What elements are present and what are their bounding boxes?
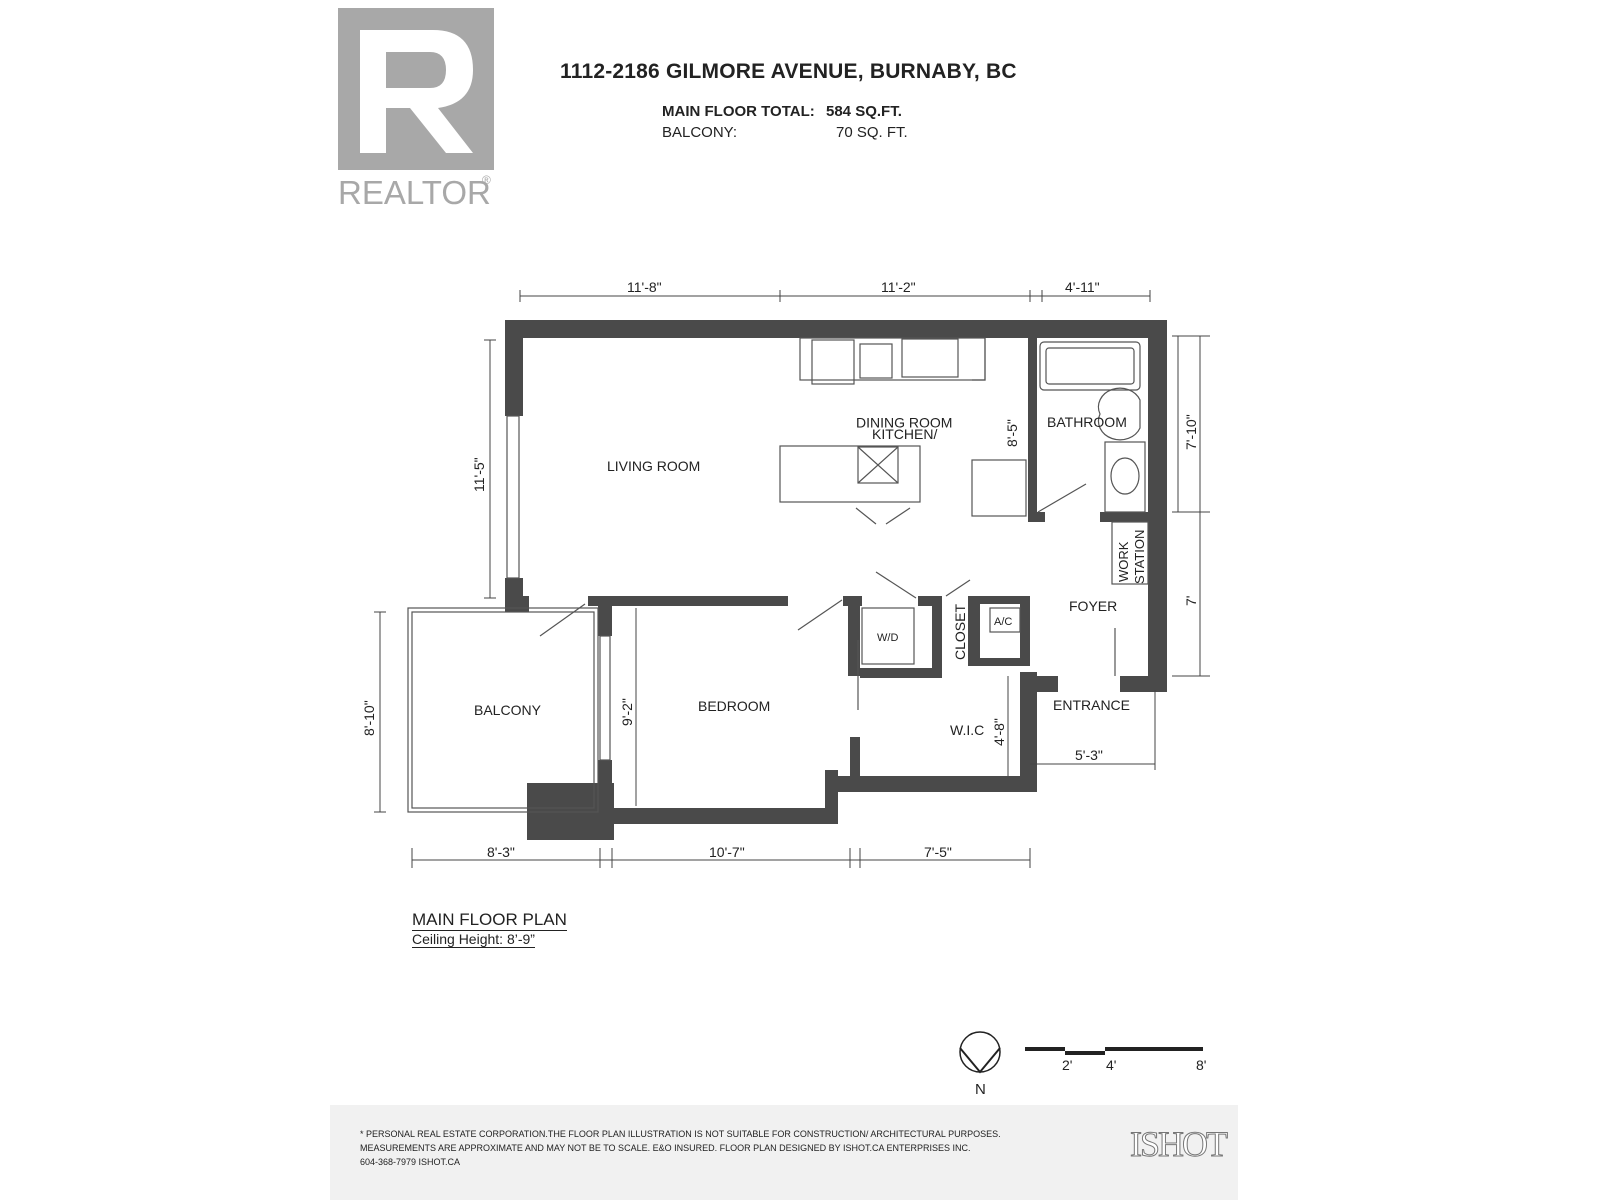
dimension-labels: 11'-8" 11'-2" 4'-11" 11'-5" 8'-5" 7'-10"… (361, 279, 1199, 860)
main-floor-value: 584 SQ.FT. (826, 103, 902, 120)
floor-plan: LIVING ROOM KITCHEN/ DINING ROOM BATHROO… (361, 279, 1210, 1098)
label-wic: W.I.C (950, 722, 984, 738)
dim-entrance: 5'-3" (1075, 747, 1103, 763)
label-living-room: LIVING ROOM (607, 458, 700, 474)
dimension-lines (374, 290, 1210, 868)
dim-top-3: 4'-11" (1065, 279, 1100, 295)
disclaimer-line-2: MEASUREMENTS ARE APPROXIMATE AND MAY NOT… (360, 1143, 971, 1153)
balcony-area-value: 70 SQ. FT. (836, 124, 908, 141)
label-station: STATION (1132, 530, 1147, 584)
windows-and-fixtures (407, 337, 1149, 813)
svg-text:8': 8' (1196, 1057, 1206, 1073)
label-entrance: ENTRANCE (1053, 697, 1130, 713)
dim-right-bath: 7'-10" (1183, 414, 1199, 450)
realtor-logo: REALTOR ® (338, 8, 494, 211)
dim-bottom-1: 8'-3" (487, 844, 515, 860)
dim-bedroom: 9'-2" (619, 698, 635, 726)
contact-line: 604-368-7979 ISHOT.CA (360, 1157, 461, 1167)
dim-bottom-3: 7'-5" (924, 844, 952, 860)
disclaimer-line-1: * PERSONAL REAL ESTATE CORPORATION.THE F… (360, 1129, 1001, 1139)
label-foyer: FOYER (1069, 598, 1117, 614)
plan-title: MAIN FLOOR PLAN (412, 910, 567, 931)
label-balcony: BALCONY (474, 702, 542, 718)
north-label: N (975, 1081, 986, 1098)
label-work: WORK (1116, 541, 1131, 582)
ishot-logo: ISHOT (1130, 1124, 1229, 1165)
balcony-area-label: BALCONY: (662, 124, 738, 141)
dim-kitchen: 8'-5" (1004, 419, 1020, 447)
svg-text:4': 4' (1106, 1057, 1116, 1073)
scale-bar: 2' 4' 8' (1025, 1047, 1206, 1073)
ceiling-height: Ceiling Height: 8’-9” (412, 931, 535, 948)
walls (505, 320, 1167, 840)
label-bathroom: BATHROOM (1047, 414, 1127, 430)
plan-legend: MAIN FLOOR PLAN Ceiling Height: 8’-9” (412, 910, 567, 949)
label-kitchen: KITCHEN/ (872, 426, 937, 442)
north-arrow-icon: N (959, 1031, 1001, 1098)
label-wd: W/D (877, 632, 898, 644)
room-labels: LIVING ROOM KITCHEN/ DINING ROOM BATHROO… (474, 414, 1147, 738)
main-floor-label: MAIN FLOOR TOTAL: (662, 103, 815, 120)
dim-left-living: 11'-5" (471, 457, 487, 492)
label-closet: CLOSET (952, 604, 968, 660)
dim-top-2: 11'-2" (881, 279, 916, 295)
registered-mark: ® (482, 173, 491, 187)
dim-bottom-2: 10'-7" (709, 844, 745, 860)
footer: * PERSONAL REAL ESTATE CORPORATION.THE F… (330, 1105, 1238, 1200)
label-dining-room: DINING ROOM (856, 414, 952, 430)
dim-balcony: 8'-10" (361, 700, 377, 736)
label-ac: A/C (994, 616, 1012, 628)
dim-top-1: 11'-8" (627, 279, 662, 295)
dim-right-foyer: 7' (1183, 596, 1199, 606)
label-bedroom: BEDROOM (698, 698, 770, 714)
svg-text:2': 2' (1062, 1057, 1072, 1073)
realtor-wordmark: REALTOR (338, 174, 491, 208)
property-address: 1112-2186 GILMORE AVENUE, BURNABY, BC (560, 60, 1017, 83)
dim-wic: 4'-8" (991, 718, 1007, 746)
realtor-r-icon: REALTOR ® (338, 8, 494, 211)
